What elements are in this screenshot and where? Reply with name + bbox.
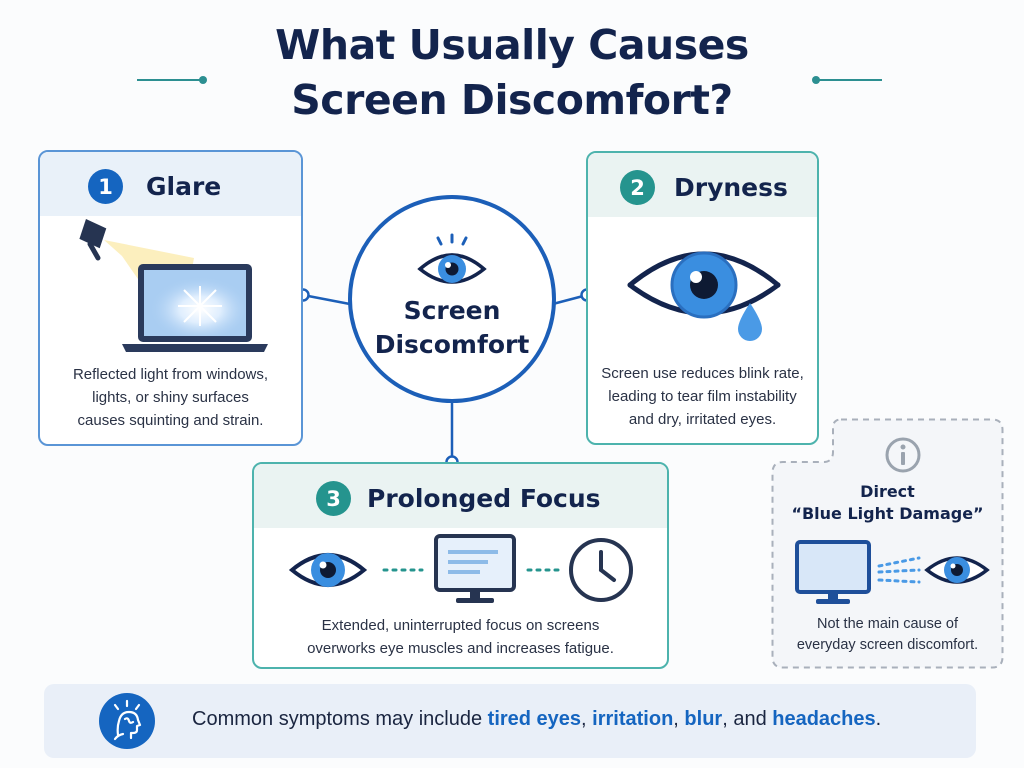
eye-icon <box>288 553 368 587</box>
symptoms-banner: Common symptoms may include tired eyes , … <box>44 684 976 758</box>
eye-icon <box>924 556 990 584</box>
head-ache-icon <box>99 693 155 749</box>
card-prolonged-focus: 3 Prolonged Focus Extended, uninterrupte… <box>252 462 669 669</box>
symptom-tired-eyes: tired eyes <box>487 708 582 730</box>
page-title: What Usually Causes Screen Discomfort? <box>0 18 1024 128</box>
title-line-1: What Usually Causes <box>275 21 749 69</box>
number-badge-3: 3 <box>316 481 351 516</box>
symptom-irritation: irritation <box>592 708 674 730</box>
symptom-blur: blur <box>684 708 723 730</box>
symptoms-prefix: Common symptoms may include <box>192 708 488 730</box>
number-badge-1: 1 <box>88 169 123 204</box>
card-glare: 1 Glare Reflected light from windows, li… <box>38 150 303 446</box>
focus-desc-line-2: overworks eye muscles and increases fati… <box>307 640 614 657</box>
card-dryness-description: Screen use reduces blink rate, leading t… <box>588 362 817 431</box>
card-focus-description: Extended, uninterrupted focus on screens… <box>254 614 667 660</box>
symptoms-suffix: . <box>875 708 882 730</box>
dryness-desc-line-3: and dry, irritated eyes. <box>628 411 777 428</box>
hub-label: Screen Discomfort <box>352 294 552 362</box>
blue-light-title: Direct “Blue Light Damage” <box>771 481 1004 525</box>
blue-light-illustration <box>795 540 990 604</box>
dryness-desc-line-2: leading to tear film instability <box>608 388 797 405</box>
blue-light-title-line-2: “Blue Light Damage” <box>791 504 984 523</box>
card-blue-light-border <box>771 418 1004 669</box>
clock-icon <box>569 538 633 602</box>
card-glare-description: Reflected light from windows, lights, or… <box>40 363 301 432</box>
blue-light-description: Not the main cause of everyday screen di… <box>771 614 1004 656</box>
symptom-headaches: headaches <box>772 708 876 730</box>
symptoms-text: Common symptoms may include tired eyes , … <box>192 708 881 731</box>
dryness-desc-line-1: Screen use reduces blink rate, <box>601 365 804 382</box>
glare-desc-line-3: causes squinting and strain. <box>77 412 264 429</box>
hub-label-line-1: Screen <box>403 296 501 325</box>
title-decoration-left <box>137 76 207 84</box>
focus-desc-line-1: Extended, uninterrupted focus on screens <box>321 617 600 634</box>
eye-tear-icon <box>627 251 781 341</box>
blue-light-desc-line-2: everyday screen discomfort. <box>796 637 979 653</box>
card-dryness-title: Dryness <box>674 173 788 202</box>
hub-label-line-2: Discomfort <box>374 330 530 359</box>
card-blue-light: Direct “Blue Light Damage” Not the main … <box>771 418 1004 669</box>
monitor-icon <box>795 540 871 604</box>
card-focus-title: Prolonged Focus <box>367 484 601 513</box>
info-icon <box>885 437 921 473</box>
blue-light-title-line-1: Direct <box>860 482 915 501</box>
number-badge-2: 2 <box>620 170 655 205</box>
lamp-laptop-glare-icon <box>79 219 268 352</box>
connector-glare <box>302 293 356 307</box>
symptom-separator: , <box>581 708 593 730</box>
glare-desc-line-1: Reflected light from windows, <box>72 366 269 383</box>
title-line-2: Screen Discomfort? <box>291 76 733 124</box>
title-decoration-right <box>812 76 882 84</box>
hub-screen-discomfort: Screen Discomfort <box>348 195 556 403</box>
monitor-icon <box>434 534 516 603</box>
focus-illustration <box>288 534 633 603</box>
card-glare-title: Glare <box>146 172 222 201</box>
glare-desc-line-2: lights, or shiny surfaces <box>92 389 249 406</box>
blue-light-desc-line-1: Not the main cause of <box>816 616 959 632</box>
card-dryness: 2 Dryness Screen use reduces blink rate,… <box>586 151 819 445</box>
symptom-separator: , <box>673 708 685 730</box>
symptom-separator: , and <box>722 708 773 730</box>
eye-icon <box>417 233 487 284</box>
card-glare-header <box>40 152 301 216</box>
